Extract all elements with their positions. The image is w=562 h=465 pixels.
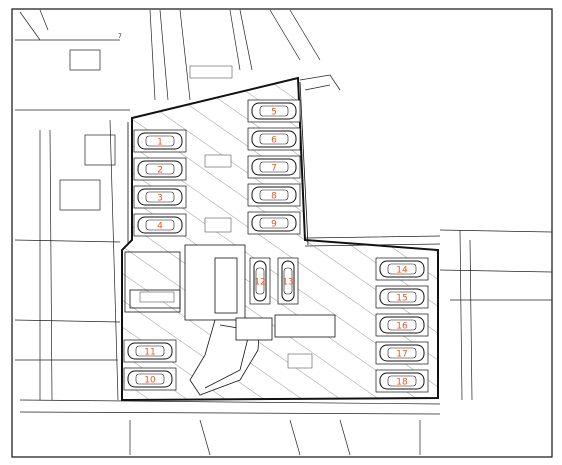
stall-number: 14 <box>396 266 408 276</box>
parking-stall: 14 <box>375 257 429 281</box>
car-cabin <box>259 133 289 145</box>
drawing-border <box>11 8 553 458</box>
stall-bay <box>123 367 177 391</box>
stall-number: 9 <box>271 220 277 230</box>
stall-bay <box>133 157 187 181</box>
stall-number: 15 <box>396 294 407 304</box>
car-cabin <box>255 267 265 295</box>
stall-bay <box>133 129 187 153</box>
car-outline <box>251 102 297 120</box>
stall-number: 18 <box>396 378 408 388</box>
stall-number: 4 <box>157 222 163 232</box>
stall-bay <box>247 127 301 151</box>
car-outline <box>379 344 425 362</box>
stall-bay <box>375 285 429 309</box>
parking-stall: 9 <box>247 211 301 235</box>
car-outline <box>281 260 295 302</box>
stall-number: 1 <box>157 138 163 148</box>
stall-number: 11 <box>144 348 155 358</box>
parking-stall: 8 <box>247 183 301 207</box>
corner-label: 7 <box>118 33 122 40</box>
stall-number: 10 <box>144 376 156 386</box>
stall-bay <box>247 99 301 123</box>
car-outline <box>251 186 297 204</box>
parking-stall: 2 <box>133 157 187 181</box>
parking-stall: 6 <box>247 127 301 151</box>
stall-number: 17 <box>396 350 407 360</box>
car-outline <box>137 216 183 234</box>
car-cabin <box>145 191 175 203</box>
car-outline <box>137 132 183 150</box>
stall-number: 12 <box>254 278 265 288</box>
parking-stall: 5 <box>247 99 301 123</box>
car-cabin <box>387 347 417 359</box>
parking-stall: 3 <box>133 185 187 209</box>
stall-bay <box>247 211 301 235</box>
parking-stall: 12 <box>249 257 271 305</box>
car-cabin <box>387 375 417 387</box>
car-cabin <box>135 373 165 385</box>
car-cabin <box>387 263 417 275</box>
context-linework <box>14 9 553 456</box>
stall-number: 16 <box>396 322 408 332</box>
car-outline <box>379 260 425 278</box>
stall-bay <box>133 213 187 237</box>
car-cabin <box>145 219 175 231</box>
car-cabin <box>387 319 417 331</box>
annotations <box>139 65 313 369</box>
stall-number: 13 <box>282 278 293 288</box>
car-outline <box>253 260 267 302</box>
parking-stall: 13 <box>277 257 299 305</box>
car-outline <box>137 188 183 206</box>
parking-stall: 10 <box>123 367 177 391</box>
car-cabin <box>145 163 175 175</box>
car-outline <box>251 130 297 148</box>
car-outline <box>379 316 425 334</box>
car-outline <box>251 158 297 176</box>
car-outline <box>251 214 297 232</box>
stall-number: 8 <box>271 192 277 202</box>
stall-bay <box>375 369 429 393</box>
stall-number: 3 <box>157 194 163 204</box>
car-cabin <box>135 345 165 357</box>
parking-stall: 16 <box>375 313 429 337</box>
car-cabin <box>387 291 417 303</box>
stall-number: 2 <box>157 166 163 176</box>
car-outline <box>137 160 183 178</box>
parking-stall: 18 <box>375 369 429 393</box>
car-outline <box>127 342 173 360</box>
stall-bay <box>375 257 429 281</box>
car-outline <box>379 288 425 306</box>
car-outline <box>127 370 173 388</box>
stall-number: 5 <box>271 108 277 118</box>
parking-stall: 1 <box>133 129 187 153</box>
stall-bay <box>249 257 271 305</box>
stall-bay <box>133 185 187 209</box>
car-cabin <box>259 217 289 229</box>
car-cabin <box>145 135 175 147</box>
ramp-structure <box>124 244 336 396</box>
parking-stall: 7 <box>247 155 301 179</box>
parking-stall: 15 <box>375 285 429 309</box>
parking-stall: 4 <box>133 213 187 237</box>
stall-bay <box>123 339 177 363</box>
car-cabin <box>259 105 289 117</box>
car-cabin <box>259 189 289 201</box>
car-cabin <box>259 161 289 173</box>
parking-stall: 17 <box>375 341 429 365</box>
stall-bay <box>375 341 429 365</box>
stall-number: 7 <box>271 164 277 174</box>
stall-bay <box>375 313 429 337</box>
car-outline <box>379 372 425 390</box>
stall-bay <box>247 183 301 207</box>
stall-number: 6 <box>271 136 277 146</box>
stall-bay <box>247 155 301 179</box>
car-cabin <box>283 267 293 295</box>
parking-stall: 11 <box>123 339 177 363</box>
stall-bay <box>277 257 299 305</box>
